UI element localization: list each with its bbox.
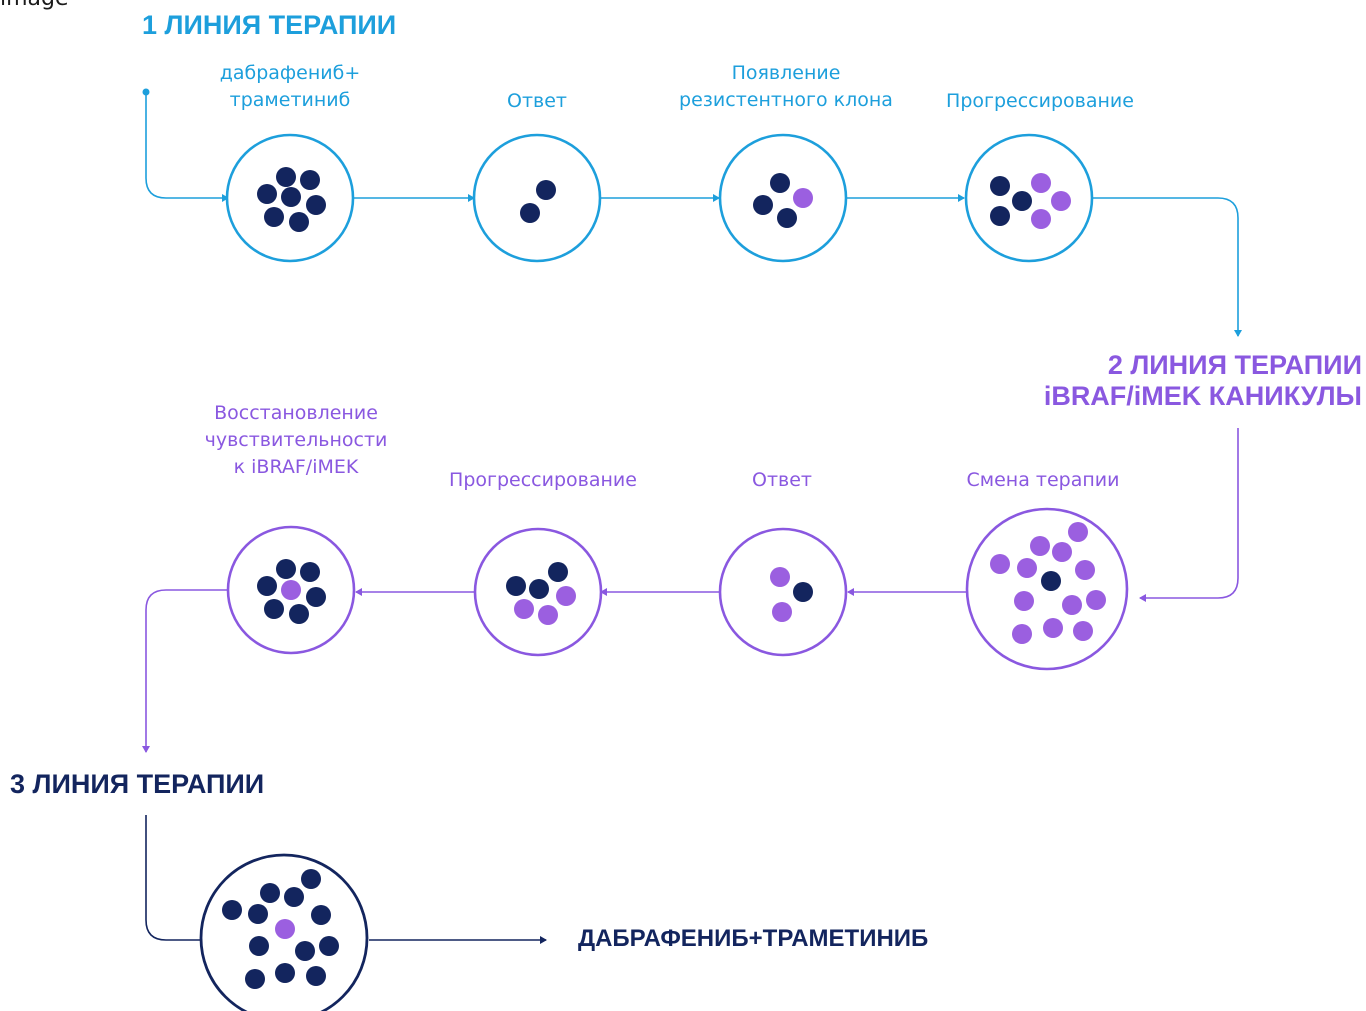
line2-step-1-circle bbox=[965, 507, 1129, 671]
line2-heading-line-2: iBRAF/iMEK КАНИКУЛЫ bbox=[1043, 381, 1362, 411]
line2-connector-in bbox=[1139, 428, 1239, 602]
line2-heading-line-1: 2 ЛИНИЯ ТЕРАПИИ bbox=[1107, 350, 1362, 380]
line2-step-2-label: Ответ bbox=[752, 467, 812, 494]
line3-heading: 3 ЛИНИЯ ТЕРАПИИ bbox=[10, 769, 265, 799]
cell-cluster bbox=[990, 173, 1071, 229]
line3-connectors bbox=[145, 815, 547, 944]
line1-connector-down bbox=[1093, 197, 1242, 337]
line1-step-2-circle bbox=[472, 133, 602, 263]
line3-connector-in bbox=[145, 815, 200, 941]
line2-connector-down bbox=[142, 589, 229, 753]
cell-cluster bbox=[753, 173, 813, 228]
label-line: Смена терапии bbox=[966, 469, 1120, 491]
line2-step-4-circle bbox=[226, 525, 356, 655]
cell-cluster bbox=[770, 567, 813, 622]
line1-connector-start bbox=[145, 92, 229, 202]
line1-step-4-label: Прогрессирование bbox=[946, 88, 1134, 115]
line2-step-1-label: Смена терапии bbox=[967, 467, 1120, 494]
line1-connectors bbox=[142, 88, 1242, 337]
label-line: Восстановление bbox=[214, 402, 378, 424]
line1-step-1-label: дабрафениб+ траметиниб bbox=[220, 60, 361, 114]
line1-step-1-circle bbox=[225, 133, 355, 263]
line2-connectors bbox=[142, 428, 1239, 753]
image-caption: image bbox=[0, 0, 69, 11]
cell-cluster bbox=[222, 869, 339, 989]
label-line: Прогрессирование bbox=[449, 469, 637, 491]
line3-result-label: ДАБРАФЕНИБ+ТРАМЕТИНИБ bbox=[578, 925, 929, 952]
cell-cluster bbox=[257, 167, 326, 232]
label-line: Появление bbox=[731, 62, 841, 84]
line1-step-2-label: Ответ bbox=[507, 88, 567, 115]
line2-step-3-circle bbox=[473, 527, 603, 657]
label-line: Ответ bbox=[752, 469, 812, 491]
cell-cluster bbox=[990, 522, 1106, 644]
cell-cluster bbox=[506, 562, 576, 625]
label-line: к iBRAF/iMEK bbox=[233, 456, 359, 478]
label-line: траметиниб bbox=[229, 89, 351, 111]
label-line: чувствительности bbox=[204, 429, 388, 451]
label-line: резистентного клона bbox=[679, 89, 893, 111]
line1-step-4-circle bbox=[964, 133, 1094, 263]
line1-heading: 1 ЛИНИЯ ТЕРАПИИ bbox=[142, 10, 397, 40]
line2-step-2-circle bbox=[718, 527, 848, 657]
label-line: дабрафениб+ bbox=[219, 62, 361, 84]
line1-step-3-circle bbox=[718, 133, 848, 263]
cell-cluster bbox=[257, 559, 326, 624]
line2-step-4-label: Восстановление чувствительности к iBRAF/… bbox=[205, 400, 388, 481]
line3-step-1-circle bbox=[199, 853, 369, 1011]
label-line: Прогрессирование bbox=[946, 90, 1134, 112]
line1-step-3-label: Появление резистентного клона bbox=[679, 60, 893, 114]
cell-cluster bbox=[520, 180, 556, 223]
line2-step-3-label: Прогрессирование bbox=[449, 467, 637, 494]
label-line: Ответ bbox=[507, 90, 567, 112]
line2-heading: 2 ЛИНИЯ ТЕРАПИИ iBRAF/iMEK КАНИКУЛЫ bbox=[1044, 350, 1362, 412]
